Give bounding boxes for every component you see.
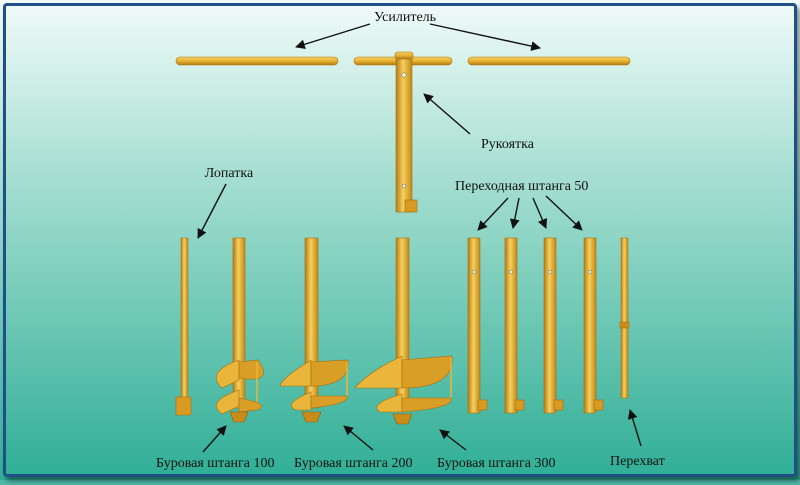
picture-frame (3, 3, 797, 477)
arrow-rukoyatka (423, 93, 471, 135)
arrow-usilitel-right (429, 23, 541, 51)
arrow-perehvat (627, 409, 642, 447)
arrow-burovaya-300 (439, 429, 467, 451)
auger-300 (354, 237, 453, 425)
arrow-perehodnaya-4 (545, 195, 583, 231)
lopatka-tool (175, 237, 192, 416)
usilitel-bar-right (467, 56, 631, 66)
callout-arrows (197, 23, 642, 453)
label-burovaya-300: Буровая штанга 300 (437, 456, 556, 471)
auger-100 (216, 237, 264, 423)
perehodnaya-rod-4 (583, 237, 604, 414)
label-lopatka: Лопатка (205, 166, 254, 181)
label-burovaya-200: Буровая штанга 200 (294, 456, 413, 471)
auger-200 (279, 237, 349, 423)
usilitel-bar-left (175, 56, 339, 66)
arrow-lopatka (197, 183, 227, 239)
perehodnaya-rod-1 (467, 237, 488, 414)
perehodnaya-rod-3 (543, 237, 564, 414)
label-burovaya-100: Буровая штанга 100 (156, 456, 275, 471)
arrow-perehodnaya-3 (532, 197, 547, 229)
perehodnaya-rod-2 (504, 237, 525, 414)
label-perehodnaya: Переходная штанга 50 (455, 179, 588, 194)
perehvat-rod (619, 237, 630, 399)
rukoyatka-handle (394, 51, 418, 213)
arrow-burovaya-100 (202, 425, 227, 453)
arrow-usilitel-left (295, 23, 371, 50)
label-perehvat: Перехват (610, 454, 665, 469)
arrow-perehodnaya-1 (477, 197, 509, 231)
arrow-perehodnaya-2 (509, 197, 520, 229)
label-rukoyatka: Рукоятка (481, 137, 535, 152)
arrow-burovaya-200 (343, 425, 374, 451)
label-usilitel: Усилитель (374, 10, 436, 25)
